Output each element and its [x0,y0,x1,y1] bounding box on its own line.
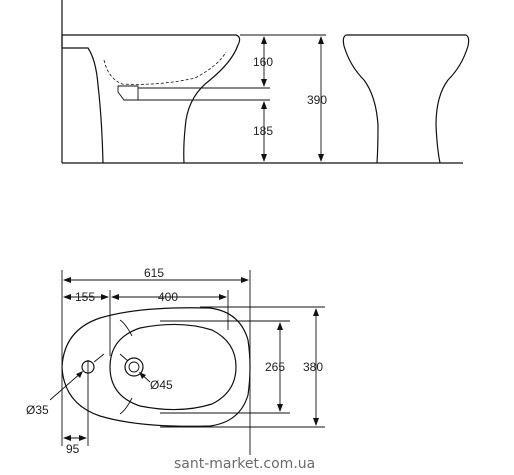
arrowhead [277,322,283,330]
top-view: 615 155 400 265 380 Ø35 Ø45 [26,266,325,456]
dim-label-155: 155 [75,290,95,304]
arrowhead [111,294,119,300]
arrowhead [101,294,109,300]
arrowhead [219,294,227,300]
dim-label-tap-hole: Ø35 [26,403,49,417]
bowl-inner-dashed [103,51,227,85]
arrowhead [313,308,319,316]
side-view: 160 185 390 [61,0,470,164]
arrowhead [318,36,324,44]
drain-inner [128,361,140,373]
arrowhead [63,277,71,283]
dim-label-615: 615 [144,266,164,280]
arrowhead [76,371,83,378]
bidet-front-profile [342,34,470,164]
dim-label-185: 185 [253,124,273,138]
arrowhead [261,154,267,162]
arrowhead [79,435,87,441]
leader-tap-hole-tail [93,353,105,363]
leader-tap-hole [49,371,83,401]
dim-label-400: 400 [158,290,178,304]
watermark: sant-market.com.ua [174,456,315,472]
dim-label-95: 95 [66,442,80,456]
arrowhead [63,435,71,441]
drain-outer [124,357,144,377]
bidet-side-profile [61,34,241,164]
rim-channel [119,319,133,337]
arrowhead [241,277,249,283]
arrowhead [261,101,267,109]
dim-label-drain: Ø45 [150,378,173,392]
arrowhead [63,294,71,300]
dim-label-265: 265 [265,360,285,374]
bowl-top-outline [109,323,237,411]
drain-detail [117,85,139,101]
arrowhead [261,79,267,87]
leader-drain-tail [119,353,129,362]
arrowhead [261,36,267,44]
arrowhead [318,154,324,162]
dim-label-380: 380 [303,360,323,374]
rim-channel [119,397,133,415]
arrowhead [313,418,319,426]
dim-label-160: 160 [253,55,273,69]
arrowhead [139,372,146,379]
dim-label-390: 390 [307,93,327,107]
arrowhead [277,404,283,412]
